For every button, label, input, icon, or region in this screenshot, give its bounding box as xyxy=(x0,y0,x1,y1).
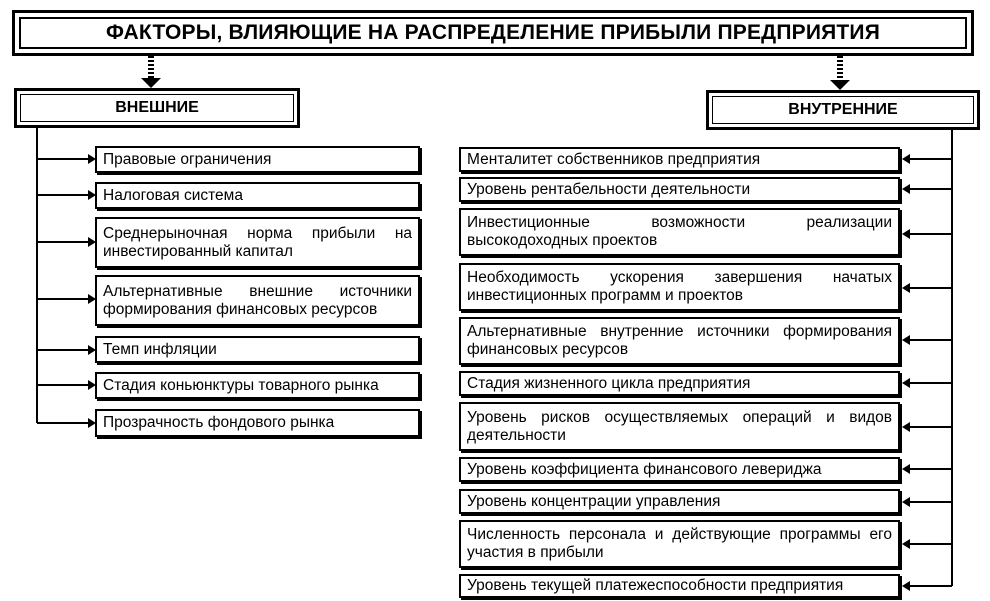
internal-factor-box: Стадия жизненного цикла предприятия xyxy=(459,371,900,396)
arrow-to-internal xyxy=(830,80,850,90)
external-factor-label: Прозрачность фондового рынка xyxy=(103,414,335,431)
external-factor-box: Налоговая система xyxy=(95,182,420,209)
internal-factor-label: Стадия жизненного цикла предприятия xyxy=(467,374,751,392)
internal-factor-box: Уровень рентабельности деятельности xyxy=(459,177,900,202)
external-factor-label: Правовые ограничения xyxy=(103,150,272,168)
internal-factor-label: Уровень рентабельности деятельности xyxy=(467,180,751,198)
internal-factors-header: ВНУТРЕННИЕ xyxy=(706,90,980,130)
external-factor-label: Альтернативные внешние источники формиро… xyxy=(103,282,412,318)
internal-factor-label: Менталитет собственников предприятия xyxy=(467,150,761,168)
external-factor-box: Альтернативные внешние источники формиро… xyxy=(95,275,420,326)
external-factor-label: Налоговая система xyxy=(103,186,243,204)
internal-factor-box: Уровень рисков осуществляемых операций и… xyxy=(459,402,900,451)
internal-factor-label: Инвестиционные возможности реализации вы… xyxy=(467,214,892,249)
internal-factor-box: Менталитет собственников предприятия xyxy=(459,147,900,172)
internal-factor-box: Уровень концентрации управления xyxy=(459,489,900,514)
internal-header-text: ВНУТРЕННИЕ xyxy=(788,101,898,118)
internal-factor-label: Необходимость ускорения завершения начат… xyxy=(467,269,892,304)
internal-factor-label: Альтернативные внутренние источники форм… xyxy=(467,323,892,358)
external-factor-box: Правовые ограничения xyxy=(95,146,420,173)
internal-factor-box: Необходимость ускорения завершения начат… xyxy=(459,263,900,311)
external-header-text: ВНЕШНИЕ xyxy=(115,99,199,116)
external-factor-box: Темп инфляции xyxy=(95,336,420,363)
internal-factor-box: Альтернативные внутренние источники форм… xyxy=(459,317,900,365)
external-factor-label: Темп инфляции xyxy=(103,340,217,358)
internal-factor-box: Уровень коэффициента финансового леверид… xyxy=(459,457,900,482)
internal-factor-box: Уровень текущей платежеспособности предп… xyxy=(459,574,900,598)
external-factor-box: Прозрачность фондового рынка xyxy=(95,409,420,437)
external-factor-label: Среднерыночная норма прибыли на инвестир… xyxy=(103,224,412,260)
internal-branches xyxy=(902,154,952,591)
external-branches xyxy=(37,154,96,428)
internal-factor-label: Уровень коэффициента финансового леверид… xyxy=(467,460,822,478)
diagram-title-text: ФАКТОРЫ, ВЛИЯЮЩИЕ НА РАСПРЕДЕЛЕНИЕ ПРИБЫ… xyxy=(105,21,881,44)
diagram-title: ФАКТОРЫ, ВЛИЯЮЩИЕ НА РАСПРЕДЕЛЕНИЕ ПРИБЫ… xyxy=(12,10,974,56)
internal-factor-label: Уровень концентрации управления xyxy=(467,492,721,510)
internal-factor-label: Уровень текущей платежеспособности предп… xyxy=(467,577,844,594)
external-factor-box: Среднерыночная норма прибыли на инвестир… xyxy=(95,217,420,268)
internal-factor-box: Инвестиционные возможности реализации вы… xyxy=(459,208,900,256)
arrow-to-external xyxy=(141,78,161,88)
external-factor-box: Стадия коньюнктуры товарного рынка xyxy=(95,372,420,399)
internal-factor-label: Численность персонала и действующие прог… xyxy=(467,526,892,561)
external-factors-header: ВНЕШНИЕ xyxy=(14,88,300,128)
internal-factor-box: Численность персонала и действующие прог… xyxy=(459,520,900,568)
internal-factor-label: Уровень рисков осуществляемых операций и… xyxy=(467,408,892,444)
external-factor-label: Стадия коньюнктуры товарного рынка xyxy=(103,376,379,394)
